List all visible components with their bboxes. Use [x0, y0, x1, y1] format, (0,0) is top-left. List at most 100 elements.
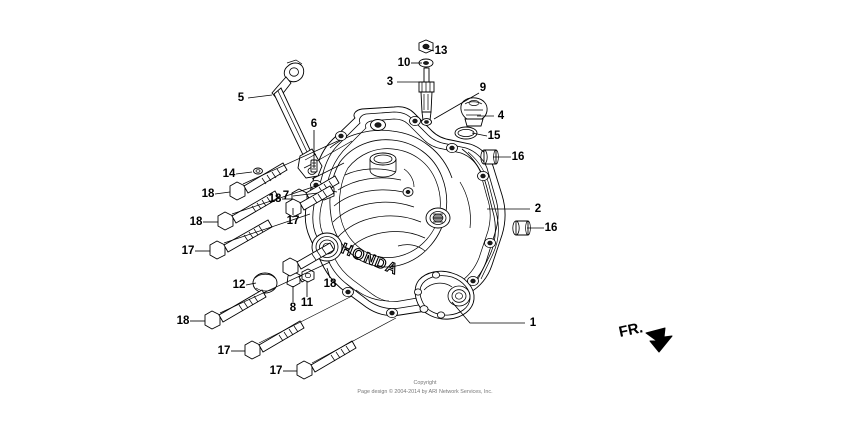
pump-bolt-hole-3 — [413, 288, 422, 296]
callout-number-8: 8 — [290, 302, 297, 314]
bolt-17-c — [296, 340, 357, 380]
callout-1: 1 — [451, 301, 537, 329]
part-12-seal-cap — [252, 272, 278, 294]
callout-leader-15 — [471, 132, 488, 137]
leader-d — [219, 261, 331, 314]
bolt-17-a — [209, 219, 273, 260]
part-11-collar — [301, 268, 315, 283]
callout-number-18: 18 — [324, 278, 337, 290]
callout-17: 17 — [218, 345, 245, 357]
bolt-18-e-thread — [311, 247, 327, 261]
part-3-body — [420, 91, 433, 113]
part-16-dowel-pin-upper — [480, 149, 499, 165]
callout-number-17: 17 — [287, 215, 300, 227]
callout-number-9: 9 — [480, 82, 486, 94]
cover-leader-lines — [219, 139, 397, 364]
inspection-cap-knurl — [433, 213, 443, 223]
callout-16: 16 — [493, 151, 524, 163]
casting-detail-2 — [403, 168, 415, 188]
part-12-bottom — [255, 287, 276, 292]
callout-number-15: 15 — [488, 130, 501, 142]
part-5-upper-bore — [289, 67, 299, 77]
leader-b — [231, 185, 317, 215]
callout-12: 12 — [233, 279, 257, 291]
callout-number-3: 3 — [387, 76, 393, 88]
callout-18: 18 — [190, 216, 218, 228]
part-16-lower-endcap — [512, 220, 520, 236]
callout-9: 9 — [433, 82, 486, 120]
bolt-17-b — [244, 320, 305, 360]
bolt-18-c-shank — [218, 289, 267, 323]
callout-leader-9 — [433, 92, 480, 120]
callout-18: 18 — [269, 193, 292, 205]
bolt-18-a — [229, 162, 288, 201]
bolt-17-a-thread — [243, 225, 264, 242]
part-3-foot-hole — [424, 120, 429, 124]
boss-bottom-left-hole — [345, 289, 351, 295]
part-5-upper-joint — [283, 62, 305, 83]
part-4-oil-filler-cap — [460, 97, 488, 127]
bolt-17-a-head — [209, 240, 226, 260]
pump-bolt-hole-1 — [419, 305, 429, 313]
part-11-bore — [305, 272, 311, 279]
bolt-18-a-thread — [261, 168, 282, 185]
callout-leader-18 — [214, 191, 231, 195]
casting-detail-5 — [459, 181, 471, 229]
fr-label-text: FR. — [617, 319, 644, 341]
cover-right-rim-band — [461, 148, 496, 282]
part-11-body — [301, 268, 315, 283]
callout-13: 13 — [423, 45, 447, 57]
callout-leader-18 — [326, 267, 331, 279]
callout-leader-14 — [235, 171, 253, 175]
cover-rib-3 — [333, 189, 408, 207]
cover-upper-contour — [329, 129, 453, 179]
callout-number-17: 17 — [270, 365, 283, 377]
pump-bore-outer — [447, 285, 471, 307]
bolt-18-b — [217, 190, 280, 231]
callout-14: 14 — [223, 168, 253, 180]
part-14-bore — [255, 169, 261, 173]
cover-outer-edge — [304, 106, 506, 317]
callout-16: 16 — [527, 222, 557, 234]
part-3-shaft — [423, 67, 430, 83]
casting-detail-4 — [355, 289, 390, 302]
callout-number-17: 17 — [218, 345, 231, 357]
bolt-17-b-thread — [278, 325, 299, 342]
part-3-body-lines — [423, 94, 429, 110]
callout-number-11: 11 — [301, 297, 314, 309]
bolt-18-a-shank — [243, 162, 288, 194]
cover-rib-2 — [337, 177, 402, 191]
cover-rib-5 — [336, 215, 422, 239]
bolt-17-d-shank — [299, 185, 335, 211]
callout-17: 17 — [270, 365, 297, 377]
part-10-hole — [423, 61, 429, 65]
callout-11: 11 — [301, 281, 314, 309]
callout-number-6: 6 — [311, 118, 317, 130]
callout-number-4: 4 — [498, 110, 505, 122]
bolt-17-b-shank — [258, 320, 305, 353]
boss-bottom-center-hole — [389, 310, 395, 316]
callout-18: 18 — [202, 188, 231, 200]
callout-number-1: 1 — [530, 317, 537, 329]
bolt-17-d-head — [285, 198, 302, 218]
part-13-nut — [418, 39, 434, 54]
cover-dome-inner — [339, 148, 441, 258]
bolt-18-b-thread — [251, 196, 272, 213]
part-16-dowel-pin-lower — [512, 220, 531, 236]
callout-3: 3 — [387, 76, 420, 88]
bolt-18-e — [282, 242, 335, 277]
pump-housing-flange — [414, 270, 475, 320]
callout-number-16: 16 — [512, 151, 525, 163]
callout-number-16: 16 — [545, 222, 558, 234]
part-3-hex-flutes — [421, 82, 431, 92]
bolt-17-d-thread — [312, 190, 328, 204]
bolt-18-c-thread — [238, 295, 259, 312]
bolt-18-e-shank — [296, 242, 335, 270]
part-12-body — [252, 272, 278, 294]
boss-right-upper-hole — [480, 173, 486, 179]
footer-line-2: Page design © 2004-2014 by ARI Network S… — [357, 388, 492, 395]
boss-top-left-hole — [338, 133, 344, 139]
callout-leader-5 — [247, 94, 273, 99]
